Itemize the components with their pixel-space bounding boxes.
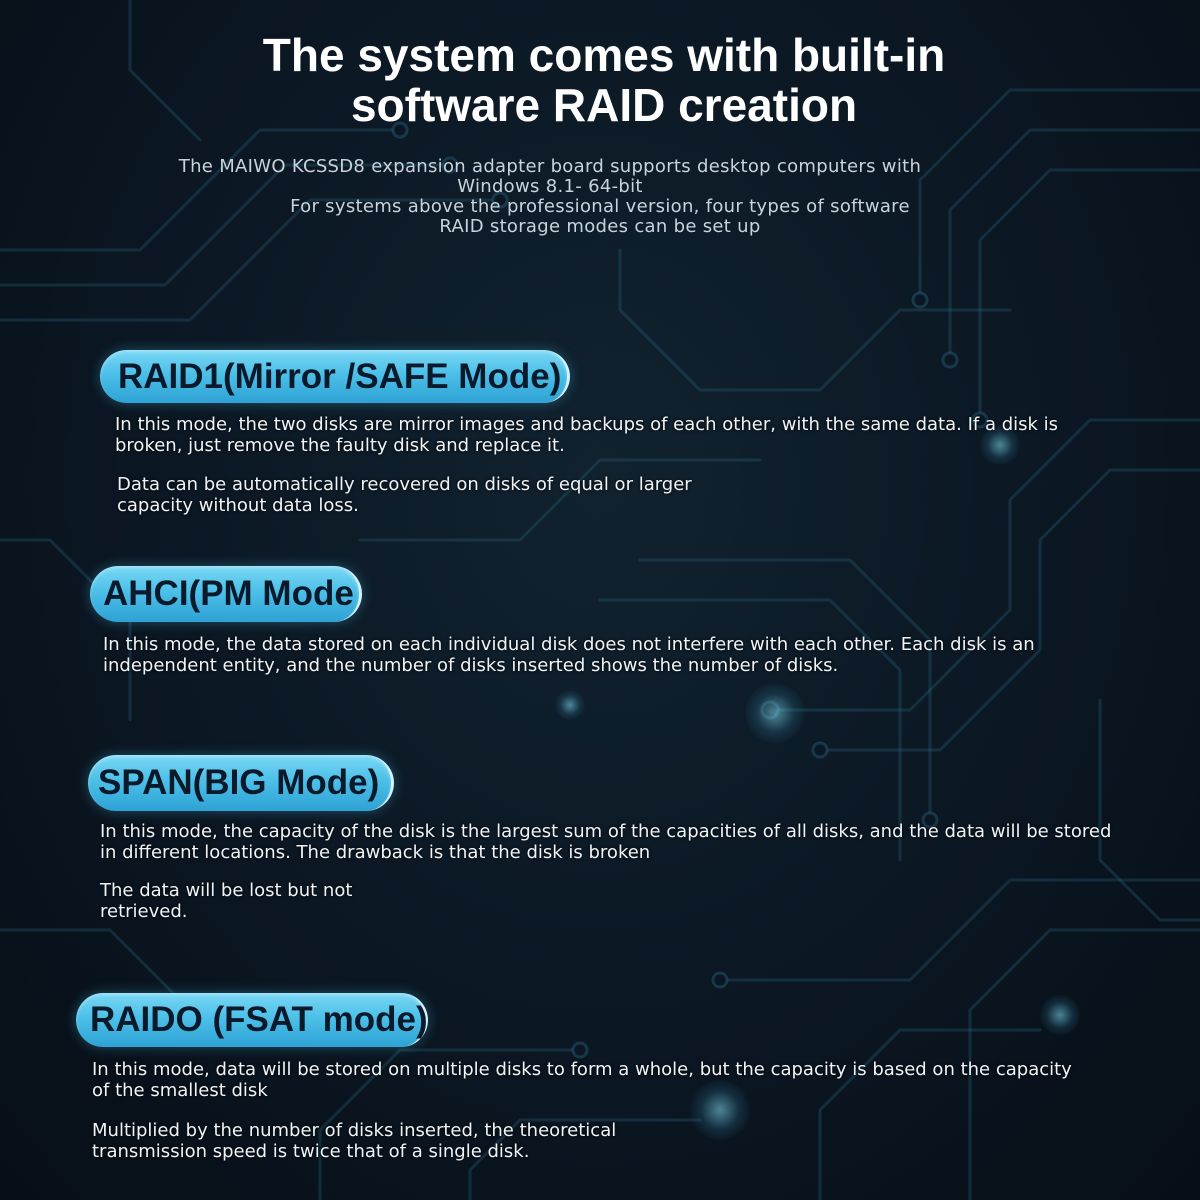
description-line: Multiplied by the number of disks insert… bbox=[92, 1120, 617, 1141]
title-line: software RAID creation bbox=[350, 79, 858, 131]
light-glow-dot bbox=[980, 425, 1020, 465]
subtitle: The MAIWO KCSSD8 expansion adapter board… bbox=[0, 157, 1200, 237]
light-glow-dot bbox=[745, 683, 805, 743]
title-line: The system comes with built-in bbox=[262, 29, 946, 81]
description-line: The data will be lost but not bbox=[100, 880, 353, 901]
mode-badge-label: SPAN(BIG Mode) bbox=[98, 763, 380, 802]
subtitle-line: RAID storage modes can be set up bbox=[439, 216, 761, 237]
light-glow-dot bbox=[1040, 995, 1080, 1035]
mode-badge-label: RAIDO (FSAT mode) bbox=[90, 1000, 428, 1039]
description-line: independent entity, and the number of di… bbox=[103, 655, 839, 676]
description-line: broken, just remove the faulty disk and … bbox=[115, 435, 565, 456]
description-line: Data can be automatically recovered on d… bbox=[117, 474, 692, 495]
mode-badge-ahci: AHCI(PM Mode bbox=[90, 566, 362, 622]
description-line: of the smallest disk bbox=[92, 1080, 268, 1101]
description-line: capacity without data loss. bbox=[117, 495, 359, 516]
description-line: In this mode, data will be stored on mul… bbox=[92, 1059, 1072, 1080]
description-line: retrieved. bbox=[100, 901, 188, 922]
mode-badge-label: AHCI(PM Mode bbox=[103, 574, 354, 613]
description-line: In this mode, the two disks are mirror i… bbox=[115, 414, 1059, 435]
mode-description: In this mode, the two disks are mirror i… bbox=[115, 414, 1058, 456]
description-line: In this mode, the data stored on each in… bbox=[103, 634, 1035, 655]
mode-badge-span: SPAN(BIG Mode) bbox=[88, 755, 394, 811]
description-line: in different locations. The drawback is … bbox=[100, 842, 651, 863]
subtitle-line: Windows 8.1- 64-bit bbox=[457, 176, 643, 197]
description-line: In this mode, the capacity of the disk i… bbox=[100, 821, 1112, 842]
mode-badge-raid1: RAID1(Mirror /SAFE Mode) bbox=[100, 350, 570, 403]
light-glow-dot bbox=[690, 1080, 750, 1140]
subtitle-line: The MAIWO KCSSD8 expansion adapter board… bbox=[178, 156, 922, 177]
mode-description: In this mode, data will be stored on mul… bbox=[92, 1059, 1072, 1101]
page-title: The system comes with built-in software … bbox=[0, 30, 1200, 130]
mode-description: Multiplied by the number of disks insert… bbox=[92, 1120, 616, 1162]
subtitle-line: For systems above the professional versi… bbox=[290, 196, 910, 217]
light-glow-dot bbox=[555, 690, 585, 720]
mode-description: Data can be automatically recovered on d… bbox=[117, 474, 692, 516]
description-line: transmission speed is twice that of a si… bbox=[92, 1141, 530, 1162]
mode-description: The data will be lost but not retrieved. bbox=[100, 880, 352, 922]
mode-description: In this mode, the data stored on each in… bbox=[103, 634, 1035, 676]
mode-badge-label: RAID1(Mirror /SAFE Mode) bbox=[118, 357, 562, 396]
mode-badge-raid0: RAIDO (FSAT mode) bbox=[76, 993, 428, 1047]
mode-description: In this mode, the capacity of the disk i… bbox=[100, 821, 1111, 863]
